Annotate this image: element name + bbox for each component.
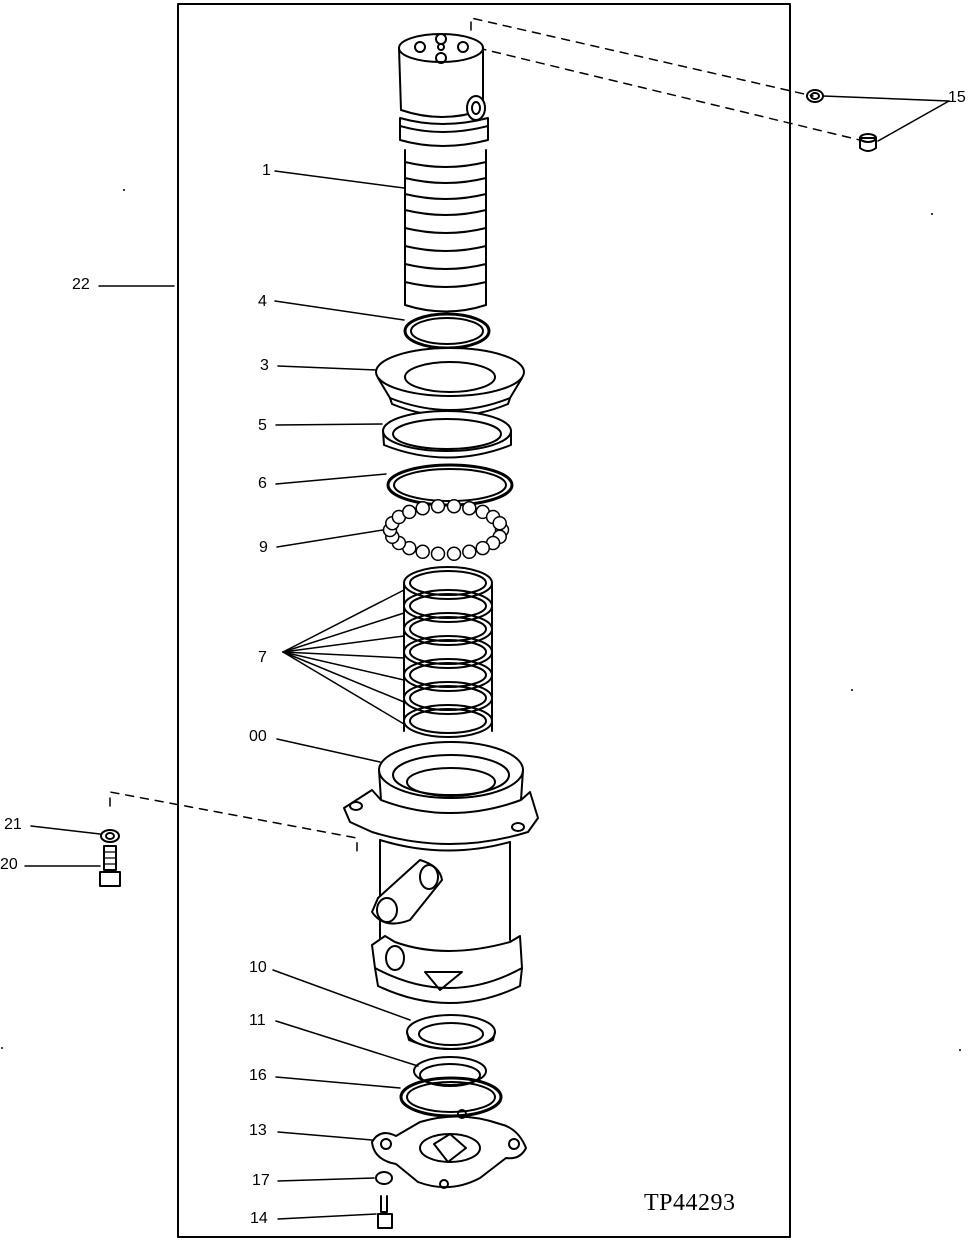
part-5-ring <box>382 410 512 459</box>
callout-1: 1 <box>262 162 271 179</box>
stray-dots <box>1 189 961 1051</box>
part-21-washer <box>100 829 120 843</box>
part-10-seal <box>406 1014 496 1050</box>
part-4-o-ring <box>403 312 491 350</box>
bearing-ball <box>430 498 446 514</box>
part-11-ring <box>413 1056 487 1087</box>
callout-16: 17 <box>252 1172 270 1189</box>
callout-15: 14 <box>250 1210 268 1227</box>
leader-lines <box>24 95 950 1220</box>
bearing-ball <box>430 546 446 562</box>
part-17-plugs <box>806 89 877 152</box>
figure-code: TP44293 <box>644 1190 736 1216</box>
part-00-swivel-housing <box>343 741 539 1004</box>
part-6-o-ring <box>386 463 514 507</box>
bearing-ball <box>446 498 462 514</box>
bearing-ball <box>475 540 490 556</box>
bearing-ball <box>446 546 462 562</box>
part-1-rotor-shaft <box>398 33 489 313</box>
bearing-ball <box>415 500 430 516</box>
callout-20: 20 <box>0 856 18 873</box>
part-13-cover <box>371 1109 527 1189</box>
bearing-ball <box>415 544 430 560</box>
callout-22: 22 <box>72 276 90 293</box>
callout-17: 15 <box>948 89 966 106</box>
callout-4: 4 <box>258 293 267 310</box>
bearing-ball <box>462 544 477 560</box>
part-14-o-ring <box>399 1076 503 1118</box>
callout-21: 21 <box>4 816 22 833</box>
part-20-bolt <box>99 845 121 887</box>
callout-7: 7 <box>258 649 267 666</box>
frame-border <box>177 3 791 1238</box>
callout-9: 9 <box>259 539 268 556</box>
part-3-seal-housing <box>375 347 525 417</box>
bearing-ball <box>402 504 417 520</box>
callout-14: 16 <box>249 1067 267 1084</box>
callout-13: 13 <box>249 1122 267 1139</box>
callout-11: 11 <box>249 1012 266 1029</box>
part-16-washer <box>375 1171 393 1185</box>
part-7-seal-rings <box>403 566 493 738</box>
part-15-bolt <box>377 1195 393 1229</box>
bearing-ball <box>492 515 507 531</box>
callout-3: 3 <box>260 357 269 374</box>
callout-00: 00 <box>249 728 267 745</box>
callout-6: 6 <box>258 475 267 492</box>
bearing-ball <box>462 500 477 516</box>
dashed-guides <box>109 17 869 857</box>
part-9-ball-bearings <box>382 498 510 562</box>
callout-5: 5 <box>258 417 267 434</box>
callout-10: 10 <box>249 959 267 976</box>
